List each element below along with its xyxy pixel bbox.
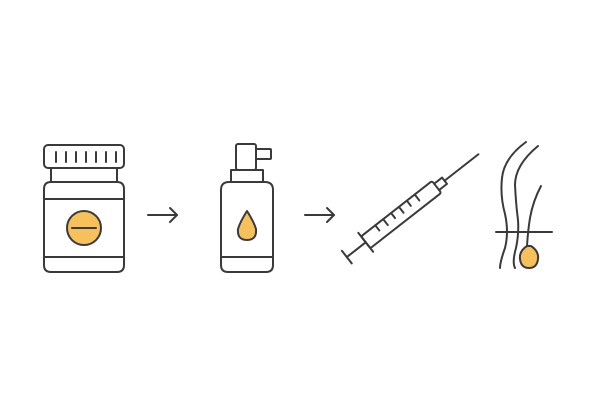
syringe-icon <box>340 153 480 265</box>
spray-bottle-icon <box>220 143 274 273</box>
hair-follicle-icon <box>495 141 553 269</box>
arrow-right-icon <box>304 207 335 223</box>
pill-bottle-icon <box>43 144 125 273</box>
arrow-right-icon <box>147 207 178 223</box>
